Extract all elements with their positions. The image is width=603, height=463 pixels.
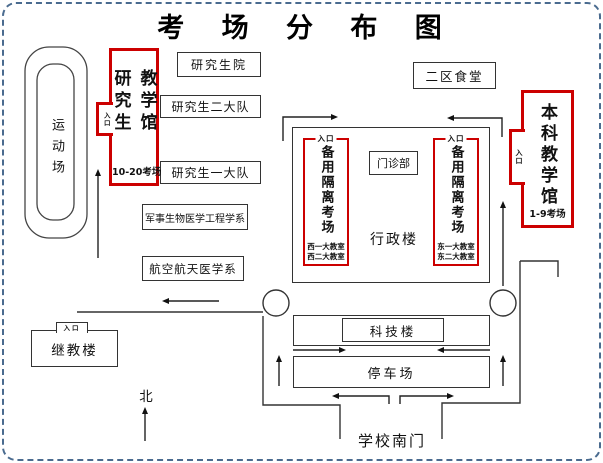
entrance-label: 入口 bbox=[315, 132, 337, 144]
page-title: 考 场 分 布 图 bbox=[157, 13, 456, 44]
road-east-corner bbox=[520, 260, 559, 277]
venue-name-column-right: 教学馆 bbox=[136, 69, 157, 135]
venue-name: 本科教学馆 bbox=[537, 103, 557, 208]
building-label: 航空航天医学系 bbox=[149, 261, 237, 276]
room-label: 西二大教室 bbox=[307, 251, 345, 261]
building-label: 门诊部 bbox=[377, 157, 410, 170]
continuing-edu-entrance-notch: 入口 bbox=[56, 322, 88, 333]
venue-name-column-left: 研究生 bbox=[110, 69, 131, 135]
arrow-gate-split-right bbox=[399, 393, 454, 404]
venue-rooms-range: 1-9考场 bbox=[529, 209, 566, 220]
sports-field-label: 运动场 bbox=[49, 118, 64, 181]
building-grad-brigade-2: 研究生二大队 bbox=[160, 95, 261, 118]
entrance-label: 入口 bbox=[102, 111, 111, 127]
admin-building-label: 行政楼 bbox=[370, 232, 418, 248]
arrow-to-west-isolation bbox=[282, 114, 338, 141]
grad-hall-entrance-notch: 入口 bbox=[96, 102, 113, 136]
venue-rooms: 西一大教室 西二大教室 bbox=[307, 242, 345, 261]
building-label: 停车场 bbox=[367, 366, 416, 382]
entrance-label: 入口 bbox=[63, 323, 81, 332]
arrow-to-east-isolation bbox=[447, 115, 503, 137]
building-label: 继教楼 bbox=[51, 342, 98, 359]
venue-rooms-range: 10-20考场 bbox=[112, 167, 162, 178]
building-label: 研究生一大队 bbox=[171, 166, 250, 180]
building-grad-brigade-1: 研究生一大队 bbox=[160, 161, 261, 184]
building-label: 二区食堂 bbox=[425, 69, 484, 84]
building-graduate-school: 研究生院 bbox=[177, 52, 261, 77]
building-parking-lot: 停车场 bbox=[293, 356, 490, 388]
arrow-gate-split-left bbox=[332, 393, 390, 404]
compass-north-label: 北 bbox=[139, 389, 153, 405]
venue-east-isolation: 入口 备用隔离考场 东一大教室 东二大教室 bbox=[433, 132, 479, 266]
room-label: 东二大教室 bbox=[437, 251, 475, 261]
building-label: 军事生物医学工程学系 bbox=[145, 213, 245, 225]
venue-grad-teaching-hall: 研究生 教学馆 10-20考场 bbox=[109, 48, 162, 186]
building-continuing-edu: 继教楼 bbox=[31, 330, 118, 367]
entrance-label: 入口 bbox=[515, 149, 523, 165]
building-district2-canteen: 二区食堂 bbox=[413, 62, 496, 89]
venue-undergrad-teaching-hall: 本科教学馆 1-9考场 bbox=[521, 90, 574, 228]
roundabout-left bbox=[262, 289, 290, 317]
roundabout-right bbox=[489, 289, 517, 317]
road-gate-right-edge bbox=[441, 261, 521, 439]
sports-field-inner-track bbox=[36, 63, 75, 221]
building-label: 研究生二大队 bbox=[171, 100, 250, 114]
venue-west-isolation: 入口 备用隔离考场 西一大教室 西二大教室 bbox=[303, 132, 349, 266]
building-label: 研究生院 bbox=[190, 58, 247, 72]
venue-name: 备用隔离考场 bbox=[448, 145, 464, 235]
room-label: 西一大教室 bbox=[307, 242, 345, 251]
building-aerospace-med-dept: 航空航天医学系 bbox=[142, 256, 244, 281]
building-military-biomed-dept: 军事生物医学工程学系 bbox=[142, 204, 248, 230]
building-scitech: 科技楼 bbox=[342, 318, 444, 342]
building-label: 科技楼 bbox=[369, 323, 417, 339]
room-label: 东一大教室 bbox=[437, 242, 475, 251]
entrance-label: 入口 bbox=[445, 132, 467, 144]
building-outpatient-clinic: 门诊部 bbox=[369, 151, 418, 175]
road-gate-left-edge bbox=[262, 316, 341, 439]
undergrad-hall-entrance-notch: 入口 bbox=[509, 129, 525, 185]
venue-rooms: 东一大教室 东二大教室 bbox=[437, 242, 475, 261]
sports-field-outer-track bbox=[24, 46, 88, 239]
south-gate-label: 学校南门 bbox=[357, 432, 426, 450]
venue-name: 研究生 教学馆 bbox=[110, 69, 157, 135]
venue-name: 备用隔离考场 bbox=[318, 145, 334, 235]
